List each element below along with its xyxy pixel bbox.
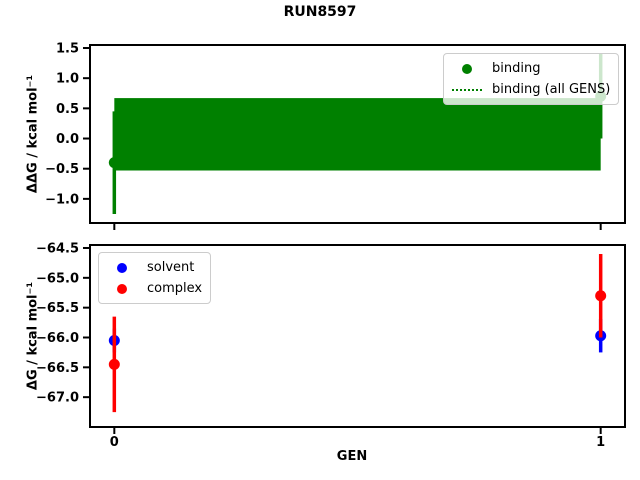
top-y-axis-label: ΔΔG / kcal mol⁻¹ [25, 74, 41, 194]
subplot-binding: 1.5 1.0 0.5 0.0 −0.5 −1.0 [45, 42, 626, 230]
y-tick-label: 0.0 [56, 132, 79, 147]
y-tick-label: 0.5 [56, 102, 79, 117]
legend-binding: binding binding (all GENS) [443, 53, 620, 105]
y-tick-label: −66.5 [36, 361, 79, 376]
y-tick-label: −67.0 [36, 391, 79, 406]
x-tick-label: 0 [110, 435, 119, 450]
legend-label-binding-all-gens: binding (all GENS) [492, 82, 611, 97]
axes-frame [89, 244, 626, 428]
legend-label-complex: complex [147, 281, 203, 296]
legend-item-binding: binding [452, 58, 610, 79]
binding-dot-icon [452, 63, 482, 74]
legend-label-solvent: solvent [147, 260, 195, 275]
y-tick-label: 1.5 [56, 42, 79, 57]
binding-point [108, 157, 120, 169]
solvent-dot-icon [107, 262, 137, 273]
x-axis-label: GEN [336, 449, 368, 464]
legend-solvent-complex: solvent complex [98, 252, 212, 304]
all-gens-confidence-band [114, 98, 601, 171]
y-tick-label: −0.5 [45, 162, 79, 177]
y-tick-label: −65.0 [36, 271, 79, 286]
axes-frame [89, 44, 626, 224]
x-tick-label: 1 [596, 435, 605, 450]
legend-label-binding: binding [492, 61, 541, 76]
y-tick-label: −65.5 [36, 301, 79, 316]
y-tick-label: −1.0 [45, 192, 79, 207]
legend-item-complex: complex [107, 278, 202, 299]
subplot-dg: −64.5 −65.0 −65.5 −66.0 −66.5 −67.0 0 1 [36, 241, 626, 450]
legend-item-binding-all-gens: binding (all GENS) [452, 79, 610, 100]
dotted-line-icon [452, 88, 482, 91]
complex-dot-icon [107, 283, 137, 294]
y-tick-label: 1.0 [56, 72, 79, 87]
figure-title: RUN8597 [283, 4, 357, 20]
bottom-y-axis-label: ΔG / kcal mol⁻¹ [25, 281, 41, 391]
complex-point [595, 290, 607, 302]
y-tick-label: −66.0 [36, 331, 79, 346]
legend-item-solvent: solvent [107, 257, 202, 278]
y-tick-label: −64.5 [36, 241, 79, 256]
complex-point [108, 358, 120, 370]
